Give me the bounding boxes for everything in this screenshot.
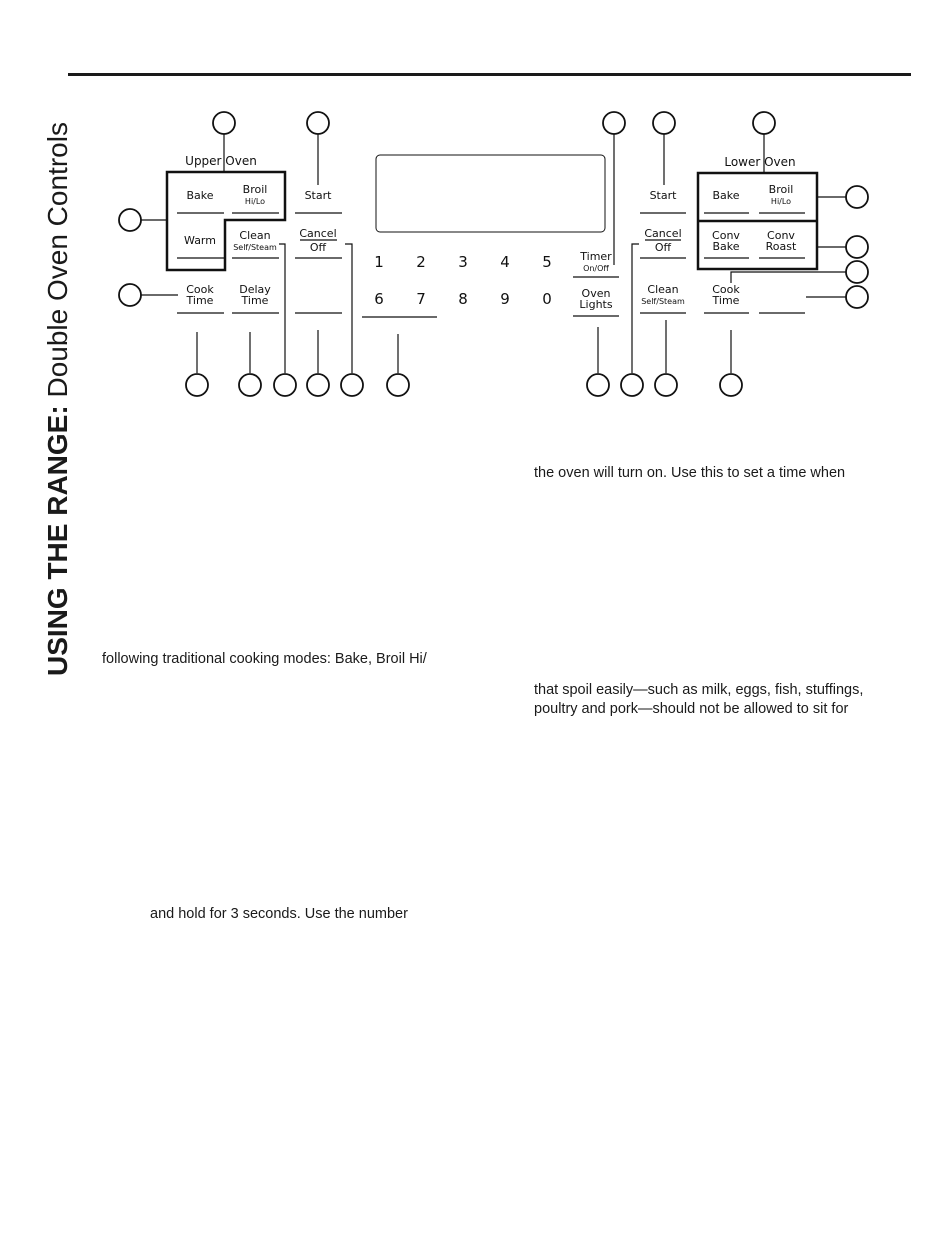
key-0: 0 bbox=[542, 290, 552, 308]
callout-circle bbox=[652, 111, 676, 135]
callout-circle bbox=[586, 373, 610, 397]
control-panel-diagram: Upper Oven Bake Broil Hi/Lo Warm Clean S… bbox=[118, 111, 869, 397]
timer-label: Timer bbox=[579, 250, 612, 263]
upper-cook-time-label-2: Time bbox=[186, 294, 214, 307]
upper-oven-heading: Upper Oven bbox=[185, 154, 257, 168]
callout-circle bbox=[212, 111, 236, 135]
key-5: 5 bbox=[542, 253, 552, 271]
callout-circle bbox=[306, 111, 330, 135]
upper-bake-label: Bake bbox=[186, 189, 213, 202]
upper-delay-time-label-1: Delay bbox=[239, 283, 271, 296]
callout-circle bbox=[752, 111, 776, 135]
key-9: 9 bbox=[500, 290, 510, 308]
callout-circle bbox=[654, 373, 678, 397]
callout-circle bbox=[185, 373, 209, 397]
body-text-right-1: the oven will turn on. Use this to set a… bbox=[534, 465, 846, 481]
oven-lights-label-1: Oven bbox=[582, 287, 611, 300]
lower-clean-label: Clean bbox=[647, 283, 678, 296]
lower-cook-time-label-1: Cook bbox=[712, 283, 740, 296]
upper-clean-sub: Self/Steam bbox=[233, 243, 277, 252]
callout-circle bbox=[118, 283, 142, 307]
lower-bake-label: Bake bbox=[712, 189, 739, 202]
callout-circle bbox=[620, 373, 644, 397]
conv-roast-label-2: Roast bbox=[766, 240, 797, 253]
key-8: 8 bbox=[458, 290, 468, 308]
upper-cook-time-label-1: Cook bbox=[186, 283, 214, 296]
conv-bake-label-2: Bake bbox=[712, 240, 739, 253]
key-2: 2 bbox=[416, 253, 426, 271]
lower-start-label: Start bbox=[650, 189, 678, 202]
top-rule bbox=[68, 73, 911, 76]
upper-oven-box bbox=[165, 170, 287, 272]
oven-lights-label-2: Lights bbox=[579, 298, 612, 311]
callout-circle bbox=[273, 373, 297, 397]
callout-circle bbox=[340, 373, 364, 397]
lower-broil-label: Broil bbox=[769, 183, 794, 196]
upper-broil-sub: Hi/Lo bbox=[245, 197, 265, 206]
upper-broil-label: Broil bbox=[243, 183, 268, 196]
upper-clean-label: Clean bbox=[239, 229, 270, 242]
body-text-right-2-line-1: that spoil easily—such as milk, eggs, fi… bbox=[534, 682, 864, 698]
key-1: 1 bbox=[374, 253, 384, 271]
callout-circle bbox=[118, 208, 142, 232]
section-title-strong: USING THE RANGE: bbox=[42, 405, 73, 676]
lower-cancel-label: Cancel bbox=[644, 227, 681, 240]
upper-delay-time-label-2: Time bbox=[241, 294, 269, 307]
callout-circle bbox=[238, 373, 262, 397]
callout-circle bbox=[386, 373, 410, 397]
callout-circle bbox=[845, 260, 869, 284]
callout-circle bbox=[845, 235, 869, 259]
callout-circle bbox=[719, 373, 743, 397]
key-3: 3 bbox=[458, 253, 468, 271]
callout-circle bbox=[306, 373, 330, 397]
upper-cancel-label: Cancel bbox=[299, 227, 336, 240]
conv-roast-label-1: Conv bbox=[767, 229, 795, 242]
key-4: 4 bbox=[500, 253, 510, 271]
key-6: 6 bbox=[374, 290, 384, 308]
lower-off-label: Off bbox=[655, 241, 672, 254]
body-text-right-2-line-2: poultry and pork—should not be allowed t… bbox=[534, 701, 849, 717]
lower-broil-sub: Hi/Lo bbox=[771, 197, 791, 206]
upper-off-label: Off bbox=[310, 241, 327, 254]
upper-start-label: Start bbox=[305, 189, 333, 202]
key-7: 7 bbox=[416, 290, 426, 308]
lower-clean-sub: Self/Steam bbox=[641, 297, 685, 306]
lower-oven-heading: Lower Oven bbox=[724, 155, 795, 169]
callout-circle bbox=[602, 111, 626, 135]
upper-warm-label: Warm bbox=[184, 234, 216, 247]
body-text-left-2: and hold for 3 seconds. Use the number bbox=[150, 906, 408, 922]
callout-circle bbox=[845, 285, 869, 309]
body-text-left-1: following traditional cooking modes: Bak… bbox=[102, 651, 427, 667]
timer-sub: On/Off bbox=[583, 264, 609, 273]
conv-bake-label-1: Conv bbox=[712, 229, 740, 242]
display-window bbox=[375, 154, 606, 233]
callout-circle bbox=[845, 185, 869, 209]
leader-lines bbox=[140, 134, 846, 373]
lower-cook-time-label-2: Time bbox=[712, 294, 740, 307]
